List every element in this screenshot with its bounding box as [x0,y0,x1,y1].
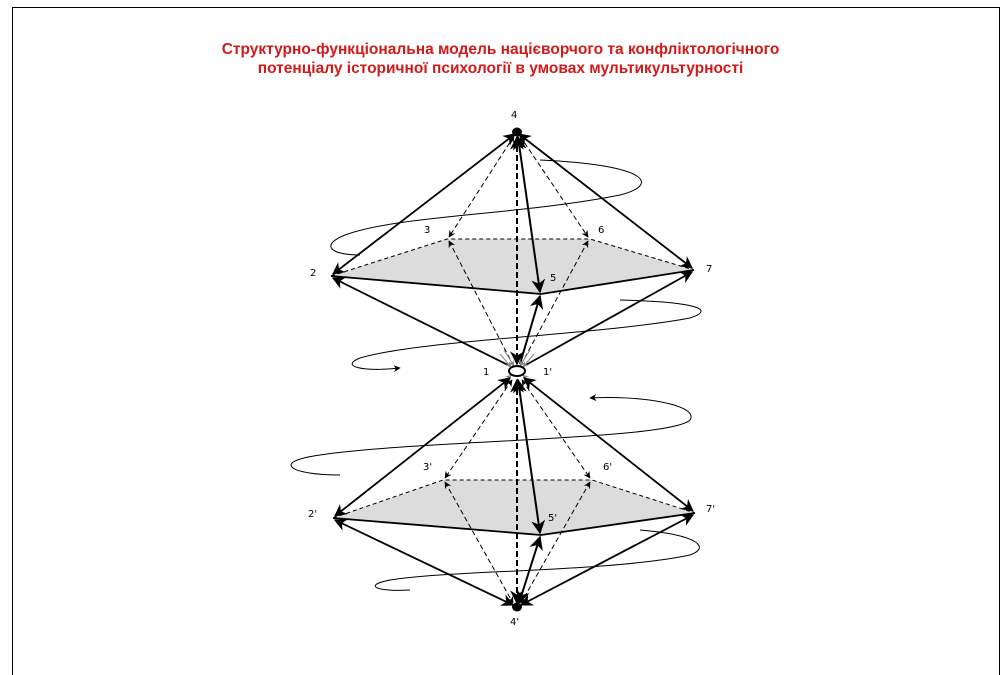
label-1p: 1' [543,367,552,378]
center-node [508,365,526,377]
diagram-frame [12,7,1000,675]
label-7p: 7' [706,504,715,515]
label-7: 7 [706,264,712,275]
label-4: 4 [511,110,517,121]
label-3p: 3' [423,462,432,473]
apex-4 [512,127,522,137]
lower-spiral-1 [290,394,692,476]
label-3: 3 [424,225,430,236]
edge-3-1 [448,240,513,364]
edge-3p-4p [444,481,514,604]
lower-spiral-2 [374,529,700,591]
edge-2p-4p [333,519,515,606]
edge-6-1p [521,240,589,364]
label-5: 5 [550,273,556,284]
lower-base-plane [333,480,695,535]
upper-spiral-1 [330,159,642,256]
edge-1p-6p [521,379,591,479]
edge-5-center [519,294,544,365]
label-5p: 5' [548,513,557,524]
edge-7-1p [523,271,694,367]
upper-base-plane [331,239,694,294]
label-4p: 4' [510,617,519,628]
label-6p: 6' [603,462,612,473]
edge-4-3 [448,135,515,238]
label-6: 6 [598,225,604,236]
title-line-2: потенціалу історичної психології в умова… [257,60,744,77]
upper-spiral-2 [351,299,702,373]
label-2p: 2' [308,509,317,520]
title-line-1: Структурно-функціональна модель націєвор… [221,41,780,58]
diagram-title: Структурно-функціональна модель націєвор… [0,40,1001,78]
edge-1-3p [444,379,513,479]
label-1: 1 [483,367,489,378]
upper-base-front-edges [330,269,695,295]
edge-2-1 [331,277,511,367]
apex-4p [512,602,522,612]
label-2: 2 [310,268,316,279]
